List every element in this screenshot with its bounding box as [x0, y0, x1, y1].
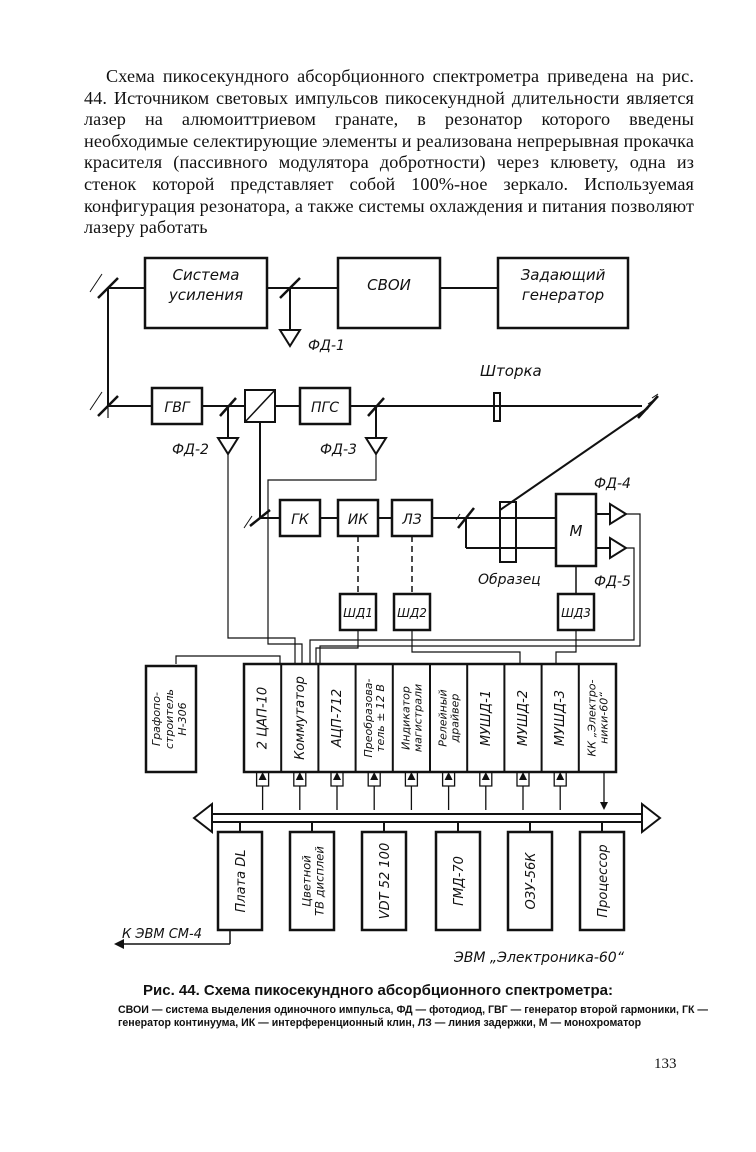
evm-label: ЭВМ „Электроника-60“	[453, 950, 625, 966]
sample	[499, 501, 517, 563]
shd1-label: ШД1	[343, 606, 373, 620]
bus-connectors	[255, 772, 567, 810]
crate-module-label: драйвер	[449, 694, 462, 744]
crate-module-label: МУШД-2	[516, 690, 531, 746]
crate-module-label: Индикатор	[399, 686, 412, 750]
shd3-label: ШД3	[561, 606, 591, 620]
computer-module-label: ТВ дисплей	[313, 846, 327, 916]
photodiode-fd1	[278, 329, 302, 348]
plotter-label-3: Н-306	[176, 702, 189, 735]
crate-module-label: Релейный	[437, 689, 450, 746]
photodiode-fd5	[609, 536, 628, 560]
computer-module-label: ОЗУ-56К	[524, 852, 539, 910]
mirror-top-left	[89, 273, 119, 299]
plotter-label-1: Графопо-	[150, 692, 163, 746]
mirror-left	[89, 391, 119, 417]
fd4-label: ФД-4	[594, 476, 631, 492]
pgs-label: ПГС	[311, 400, 339, 416]
amplifier-label-1: Система	[173, 266, 240, 284]
amplifier-label-2: усиления	[168, 286, 243, 304]
photodiode-fd2	[216, 437, 240, 456]
shd3-block: ШД3	[556, 592, 596, 632]
ik-block: ИК	[336, 498, 380, 538]
crate-module-label: АЦП-712	[330, 689, 345, 748]
crate-module-label: магистрали	[411, 684, 424, 752]
computer-bus	[192, 801, 662, 835]
monochromator-block: М	[554, 492, 598, 568]
computer-module-label: Процессор	[596, 844, 611, 917]
gvg-label: ГВГ	[164, 400, 190, 416]
shd1-block: ШД1	[338, 592, 378, 632]
computer-module-label: Цветной	[300, 855, 314, 907]
crate-module-label: ники-60“	[597, 692, 610, 744]
crate-module-label: 2 ЦАП-10	[256, 687, 271, 749]
sample-label: Образец	[478, 572, 541, 588]
pgs-block: ПГС	[298, 386, 352, 426]
computer-module-label: VDT 52 100	[378, 843, 393, 919]
gk-label: ГК	[291, 512, 310, 528]
fd3-label: ФД-3	[320, 442, 357, 458]
generator-label-2: генератор	[522, 286, 604, 304]
signal-wires	[107, 406, 641, 664]
shd2-label: ШД2	[397, 606, 427, 620]
crate-module-label: МУШД-1	[479, 690, 494, 746]
svoi-block: СВОИ	[336, 256, 442, 330]
lz-label: ЛЗ	[401, 512, 422, 528]
ik-label: ИК	[348, 512, 369, 528]
body-paragraph: Схема пикосекундного абсорбционного спек…	[84, 66, 694, 238]
spectrometer-diagram: Система усиления СВОИ Задающий генератор…	[80, 248, 680, 968]
amplifier-block: Система усиления	[143, 256, 269, 330]
photodiode-fd3	[364, 437, 388, 456]
crate-modules: 2 ЦАП-10 Коммутатор АЦП-712 Преобразова-тел…	[242, 662, 618, 774]
shutter	[493, 392, 501, 422]
photodiode-fd4	[609, 502, 628, 526]
beam-splitter-cube	[244, 389, 276, 423]
figure-caption-title: Рис. 44. Схема пикосекундного абсорбцион…	[143, 982, 613, 999]
plotter-label-2: строитель	[163, 689, 176, 749]
crate-module-label: тель ± 12 В	[374, 684, 387, 752]
fd1-label: ФД-1	[308, 338, 345, 354]
page-number: 133	[654, 1056, 677, 1072]
crate-module-label: Преобразова-	[362, 678, 375, 757]
shutter-label: Шторка	[480, 362, 542, 380]
computer-module-label: ГМД-70	[452, 856, 467, 906]
plotter-block: Графопо- строитель Н-306	[144, 664, 198, 774]
gk-block: ГК	[278, 498, 322, 538]
fd2-label: ФД-2	[172, 442, 209, 458]
computer-module-label: Плата DL	[234, 850, 249, 913]
crate-module-label: Коммутатор	[293, 676, 308, 760]
m-label: М	[570, 522, 583, 540]
master-generator-block: Задающий генератор	[496, 256, 630, 330]
gvg-block: ГВГ	[150, 386, 204, 426]
svoi-label: СВОИ	[367, 276, 411, 294]
to-sm4-label: К ЭВМ СМ-4	[122, 927, 202, 942]
lz-block: ЛЗ	[390, 498, 434, 538]
figure-caption-legend: СВОИ — система выделения одиночного импу…	[118, 1004, 708, 1029]
crate-module-label: МУШД-3	[553, 690, 568, 746]
shd2-block: ШД2	[392, 592, 432, 632]
fd5-label: ФД-5	[594, 574, 631, 590]
generator-label-1: Задающий	[521, 266, 606, 284]
crate-module-label: КК „Электро-	[585, 679, 598, 756]
